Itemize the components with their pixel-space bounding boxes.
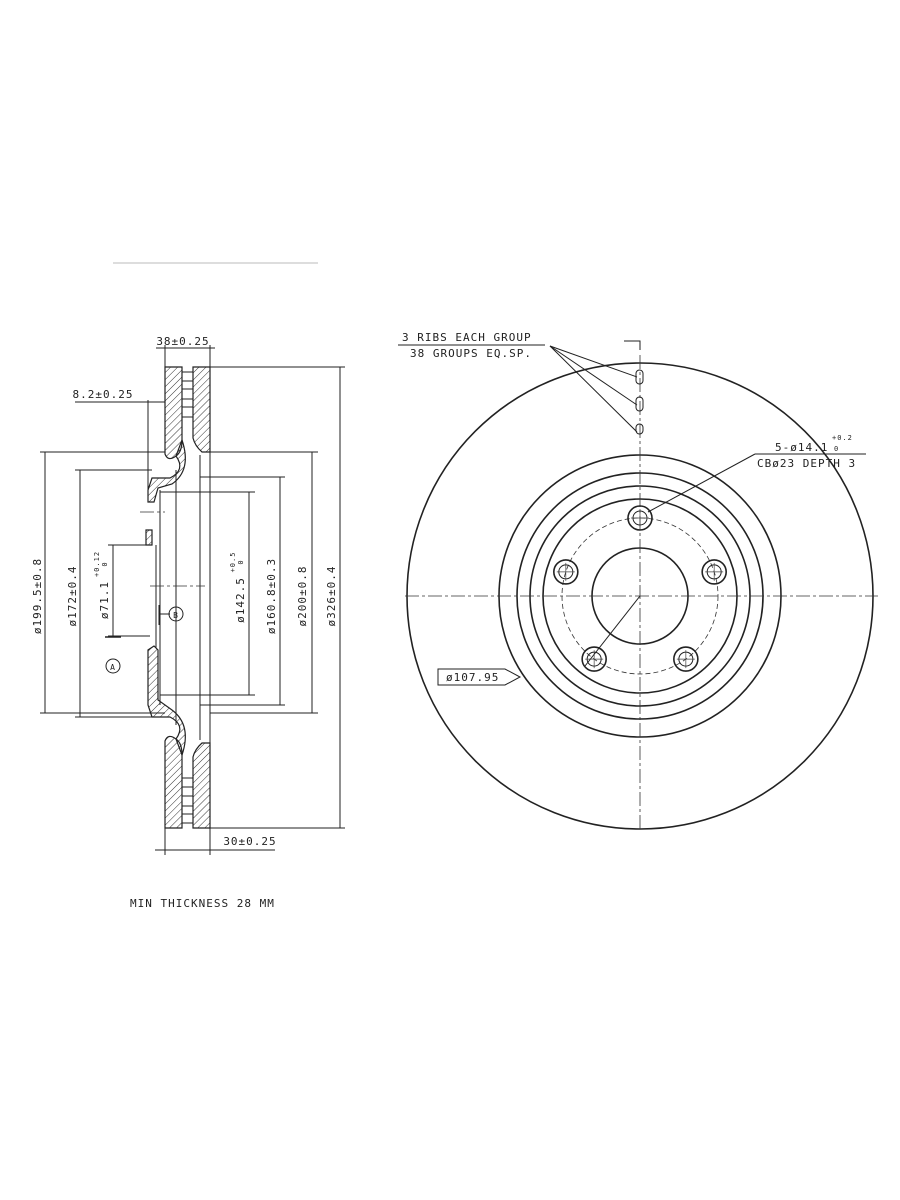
min-thickness-note: MIN THICKNESS 28 MM [130,897,275,910]
hat-flange-upper [147,438,186,503]
outer-plate-lower [164,735,183,829]
ribs-note-line2: 38 GROUPS EQ.SP. [410,347,532,360]
dim-d200: ø200±0.8 [296,566,309,627]
datum-b-marker [168,606,184,622]
bolt-hole [581,646,607,672]
dim-d142-5-tol-lower: 0 [237,559,245,564]
dim-d172: ø172±0.4 [66,566,79,627]
bolt-hole [553,559,579,585]
outer-plate-upper [164,366,183,460]
bolt-hole-centerline [705,562,724,581]
holes-note-line1: 5-ø14.1 [775,441,828,454]
dim-d71-1-tol-upper: +0.12 [93,551,101,577]
dim-d326: ø326±0.4 [325,566,338,627]
dim-d142-5: ø142.5 [234,577,247,623]
bolt-hole [673,646,699,672]
front-view: 3 RIBS EACH GROUP 38 GROUPS EQ.SP. 5-ø14… [398,331,878,830]
dim-d160-8: ø160.8±0.3 [265,558,278,634]
bolt-hole [701,559,727,585]
ribs-note-line1: 3 RIBS EACH GROUP [402,331,532,344]
inner-plate-upper [192,366,211,453]
dim-d71-1: ø71.1 [98,581,111,619]
datum-a-marker [105,658,121,674]
section-view: A B 38±0.25 8.2±0.25 30±0.25 ø199.5±0.8 … [31,335,345,910]
dim-disc-thickness: 30±0.25 [223,835,276,848]
hat-flange-lower [147,645,186,757]
inner-plate-lower [192,742,211,829]
datum-a: A [110,663,116,672]
dim-d199-5: ø199.5±0.8 [31,558,44,634]
bolt-holes [553,505,727,672]
bolt-hole [627,505,653,531]
bolt-hole-centerline [631,509,649,527]
bolt-hole-centerline [585,650,604,669]
datum-b: B [173,611,179,620]
dim-overall-width: 38±0.25 [156,335,209,348]
holes-tol-lower: 0 [834,445,839,453]
bolt-circle-label: ø107.95 [446,671,499,684]
dim-d142-5-tol-upper: +0.5 [229,552,237,573]
holes-note-line2: CBø23 DEPTH 3 [757,457,856,470]
bolt-hole-centerline [676,650,695,669]
bolt-hole-centerline [556,562,575,581]
holes-tol-upper: +0.2 [832,434,853,442]
dim-hat-offset: 8.2±0.25 [73,388,134,401]
dim-d71-1-tol-lower: 0 [101,561,109,566]
